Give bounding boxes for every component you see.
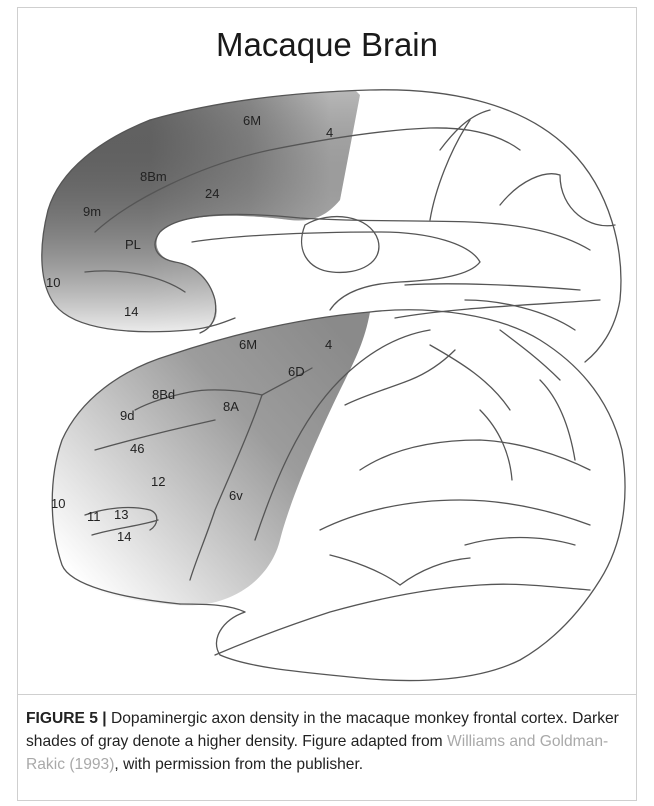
figure-number: FIGURE 5 | bbox=[26, 710, 107, 727]
lateral-label-6v: 6v bbox=[229, 488, 243, 503]
lateral-label-8Bd: 8Bd bbox=[152, 387, 175, 402]
lateral-label-4: 4 bbox=[325, 337, 332, 352]
lateral-label-13: 13 bbox=[114, 507, 128, 522]
medial-label-14: 14 bbox=[124, 304, 138, 319]
lateral-label-8A: 8A bbox=[223, 399, 239, 414]
medial-label-6M: 6M bbox=[243, 113, 261, 128]
lateral-label-12: 12 bbox=[151, 474, 165, 489]
lateral-label-6M: 6M bbox=[239, 337, 257, 352]
caption-text-part-2: , with permission from the publisher. bbox=[114, 756, 363, 773]
medial-label-8Bm: 8Bm bbox=[140, 169, 167, 184]
medial-label-24: 24 bbox=[205, 186, 219, 201]
caption-divider bbox=[17, 694, 637, 695]
medial-label-4: 4 bbox=[326, 125, 333, 140]
lateral-label-11: 11 bbox=[87, 509, 101, 524]
lateral-label-9d: 9d bbox=[120, 408, 134, 423]
lateral-label-6D: 6D bbox=[288, 364, 305, 379]
medial-label-PL: PL bbox=[125, 237, 141, 252]
lateral-label-14: 14 bbox=[117, 529, 131, 544]
macaque-brain-diagram: 4 6M 8Bm 24 9m PL 10 14 6M 4 6D 8Bd 8A 9… bbox=[0, 0, 654, 690]
lateral-label-46: 46 bbox=[130, 441, 144, 456]
lateral-label-10: 10 bbox=[51, 496, 65, 511]
medial-label-9m: 9m bbox=[83, 204, 101, 219]
medial-label-10: 10 bbox=[46, 275, 60, 290]
figure-caption: FIGURE 5 | Dopaminergic axon density in … bbox=[26, 707, 630, 776]
